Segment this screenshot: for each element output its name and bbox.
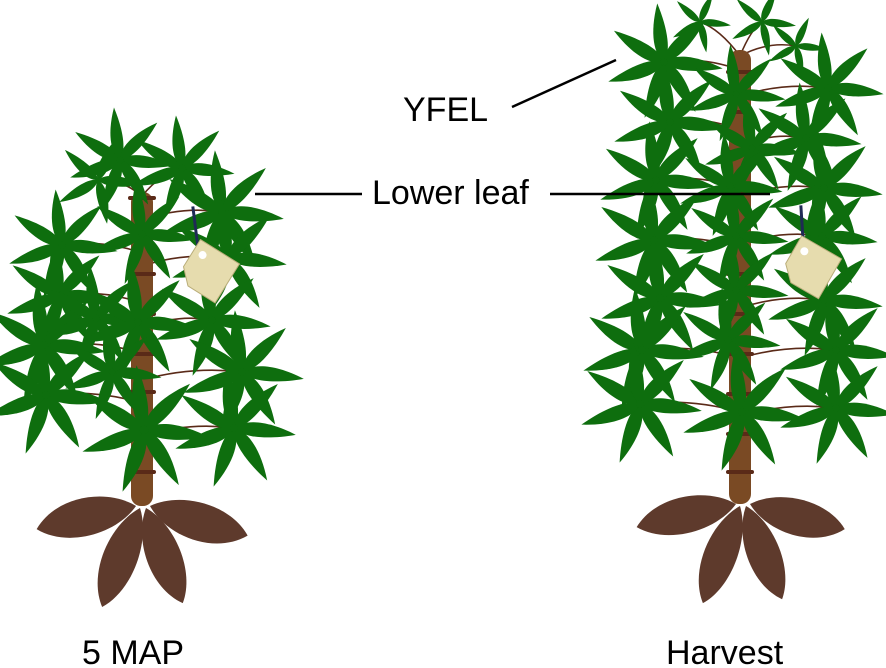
cassava-leaf [676, 287, 782, 392]
cassava-leaf [680, 349, 805, 473]
cassava-leaf [766, 240, 884, 358]
leaf-tag-left [182, 206, 241, 304]
cassava-leaf [773, 32, 885, 143]
cassava-leaf [598, 235, 723, 359]
root-tuber [142, 508, 187, 604]
cassava-leaf [130, 115, 236, 220]
plant-harvest [578, 0, 886, 604]
cassava-leaf [154, 260, 272, 378]
cassava-leaf [63, 322, 163, 421]
root-tuber [698, 506, 743, 604]
stem-node [726, 470, 754, 474]
lower-leaf-label: Lower leaf [372, 174, 529, 212]
cassava-leaf [684, 183, 790, 288]
root-tuber [150, 499, 248, 544]
root-tuber [742, 506, 786, 600]
root-tuber [750, 497, 845, 538]
cassava-leaf [767, 180, 879, 291]
cassava-leaf [606, 2, 724, 120]
stage-label-5-map: 5 MAP [82, 634, 184, 668]
cassava-leaf [56, 137, 144, 225]
cassava-leaf [778, 290, 886, 408]
root-tuber [97, 508, 143, 608]
cassava-leaf [79, 364, 210, 494]
cassava-leaf [684, 237, 790, 342]
roots-left [36, 496, 248, 608]
cassava-leaf [90, 181, 196, 286]
cassava-leaf [578, 341, 703, 465]
cassava-leaf [687, 44, 787, 143]
leaves-right [578, 0, 886, 473]
roots-right [636, 495, 845, 604]
cassava-leaf [767, 16, 828, 78]
cassava-leaf [80, 262, 198, 380]
root-tuber [36, 496, 136, 538]
cassava-leaf [778, 348, 886, 466]
leaf-tag-right [785, 205, 843, 300]
yfel-leader-line [511, 58, 617, 109]
cassava-leaf [580, 287, 705, 411]
cassava-leaf [68, 107, 174, 212]
cassava-leaf [172, 365, 297, 489]
leaves-left [0, 107, 305, 494]
cassava-leaf [766, 128, 884, 246]
yfel-label: YFEL [403, 91, 488, 129]
cassava-leaf [598, 120, 716, 238]
root-tuber [636, 495, 736, 536]
cassava-leaf [703, 98, 803, 197]
cassava-leaf [751, 82, 863, 193]
cassava-leaf [7, 189, 119, 300]
stage-label-harvest: Harvest [666, 634, 784, 668]
cassava-leaf [612, 62, 730, 180]
cassava-leaf [730, 0, 797, 57]
cassava-leaf [0, 332, 109, 456]
plant-5-map [0, 107, 305, 608]
cassava-leaf [44, 265, 150, 370]
cassava-leaf [180, 309, 305, 433]
